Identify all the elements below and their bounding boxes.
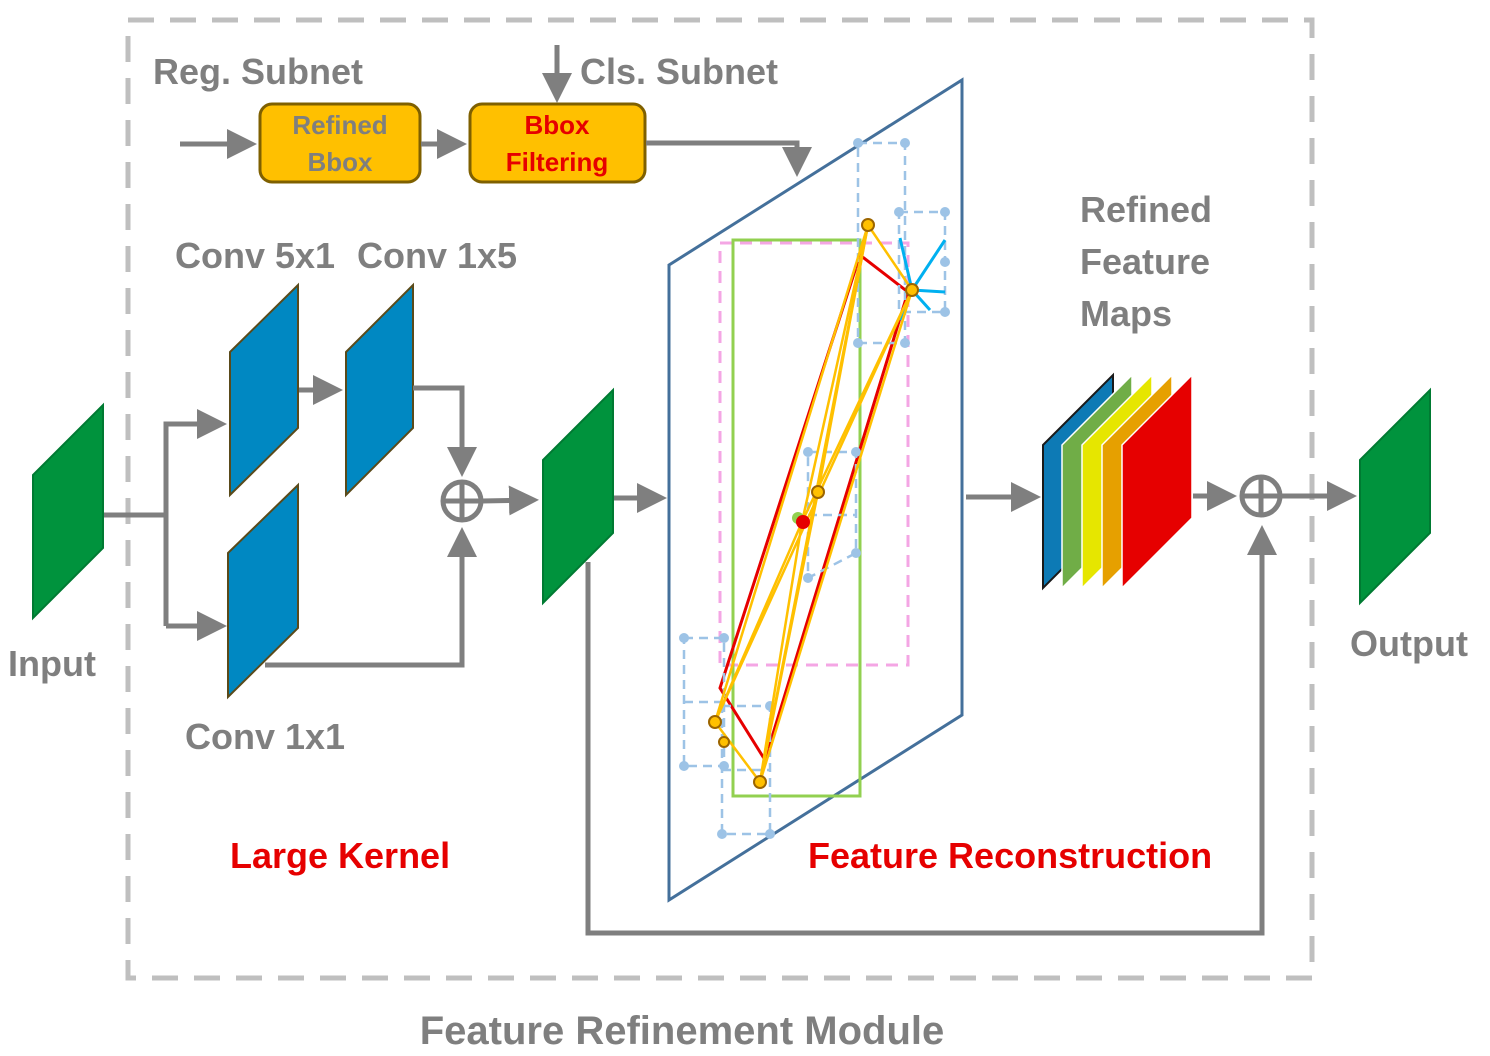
corner-points xyxy=(708,218,919,789)
sum-node-2 xyxy=(1239,474,1283,518)
conv-1x1-label: Conv 1x1 xyxy=(185,716,345,757)
conv-1x5-map xyxy=(345,282,414,498)
sampling-connections xyxy=(713,224,914,783)
module-title: Feature Refinement Module xyxy=(420,1009,945,1053)
arrow-to-conv5x1 xyxy=(163,409,227,626)
input-label: Input xyxy=(8,643,96,684)
conv-1x5-label: Conv 1x5 xyxy=(357,235,517,276)
refined-maps-line2: Feature xyxy=(1080,241,1210,282)
feature-reconstruction-label: Feature Reconstruction xyxy=(808,835,1212,876)
refined-maps-line3: Maps xyxy=(1080,293,1172,334)
refined-map-red xyxy=(1121,373,1193,590)
pink-dashed-box xyxy=(718,241,910,667)
large-kernel-label: Large Kernel xyxy=(230,835,450,876)
output-feature-map xyxy=(1359,387,1431,606)
large-kernel-block: Conv 5x1 Conv 1x5 Conv 1x1 Large Kernel xyxy=(104,235,539,876)
refined-feature-maps-stack xyxy=(1042,372,1193,591)
cls-subnet-label: Cls. Subnet xyxy=(580,51,778,92)
refined-bbox-line1: Refined xyxy=(292,110,387,140)
sum-node-1 xyxy=(440,479,484,523)
conv-1x1-map xyxy=(227,482,299,700)
refined-bbox-line2: Bbox xyxy=(308,147,374,177)
residual-skip-arrow xyxy=(585,525,1277,936)
bbox-filtering-line1: Bbox xyxy=(525,110,591,140)
feature-reconstruction-plane: Feature Reconstruction xyxy=(667,77,1212,903)
input-feature-map xyxy=(32,402,104,621)
intermediate-feature-map xyxy=(542,387,614,606)
module-border xyxy=(125,17,1315,981)
top-branch: Refined Bbox Bbox Filtering Reg. Subnet … xyxy=(153,45,812,184)
arrow-filter-to-plane xyxy=(646,140,812,177)
output-label: Output xyxy=(1350,623,1468,664)
bbox-filtering-box xyxy=(468,102,647,184)
refined-bbox-box xyxy=(258,102,422,184)
reg-subnet-label: Reg. Subnet xyxy=(153,51,363,92)
arrow-1x5-to-sum xyxy=(413,385,477,477)
green-box xyxy=(731,238,862,798)
arrow-sum-to-mid xyxy=(481,485,539,516)
conv-5x1-label: Conv 5x1 xyxy=(175,235,335,276)
arrow-1x1-to-sum xyxy=(265,527,477,668)
conv-5x1-map xyxy=(229,282,299,498)
bbox-filtering-line2: Filtering xyxy=(506,147,609,177)
refined-maps-line1: Refined xyxy=(1080,189,1212,230)
center-point-red xyxy=(796,515,810,529)
